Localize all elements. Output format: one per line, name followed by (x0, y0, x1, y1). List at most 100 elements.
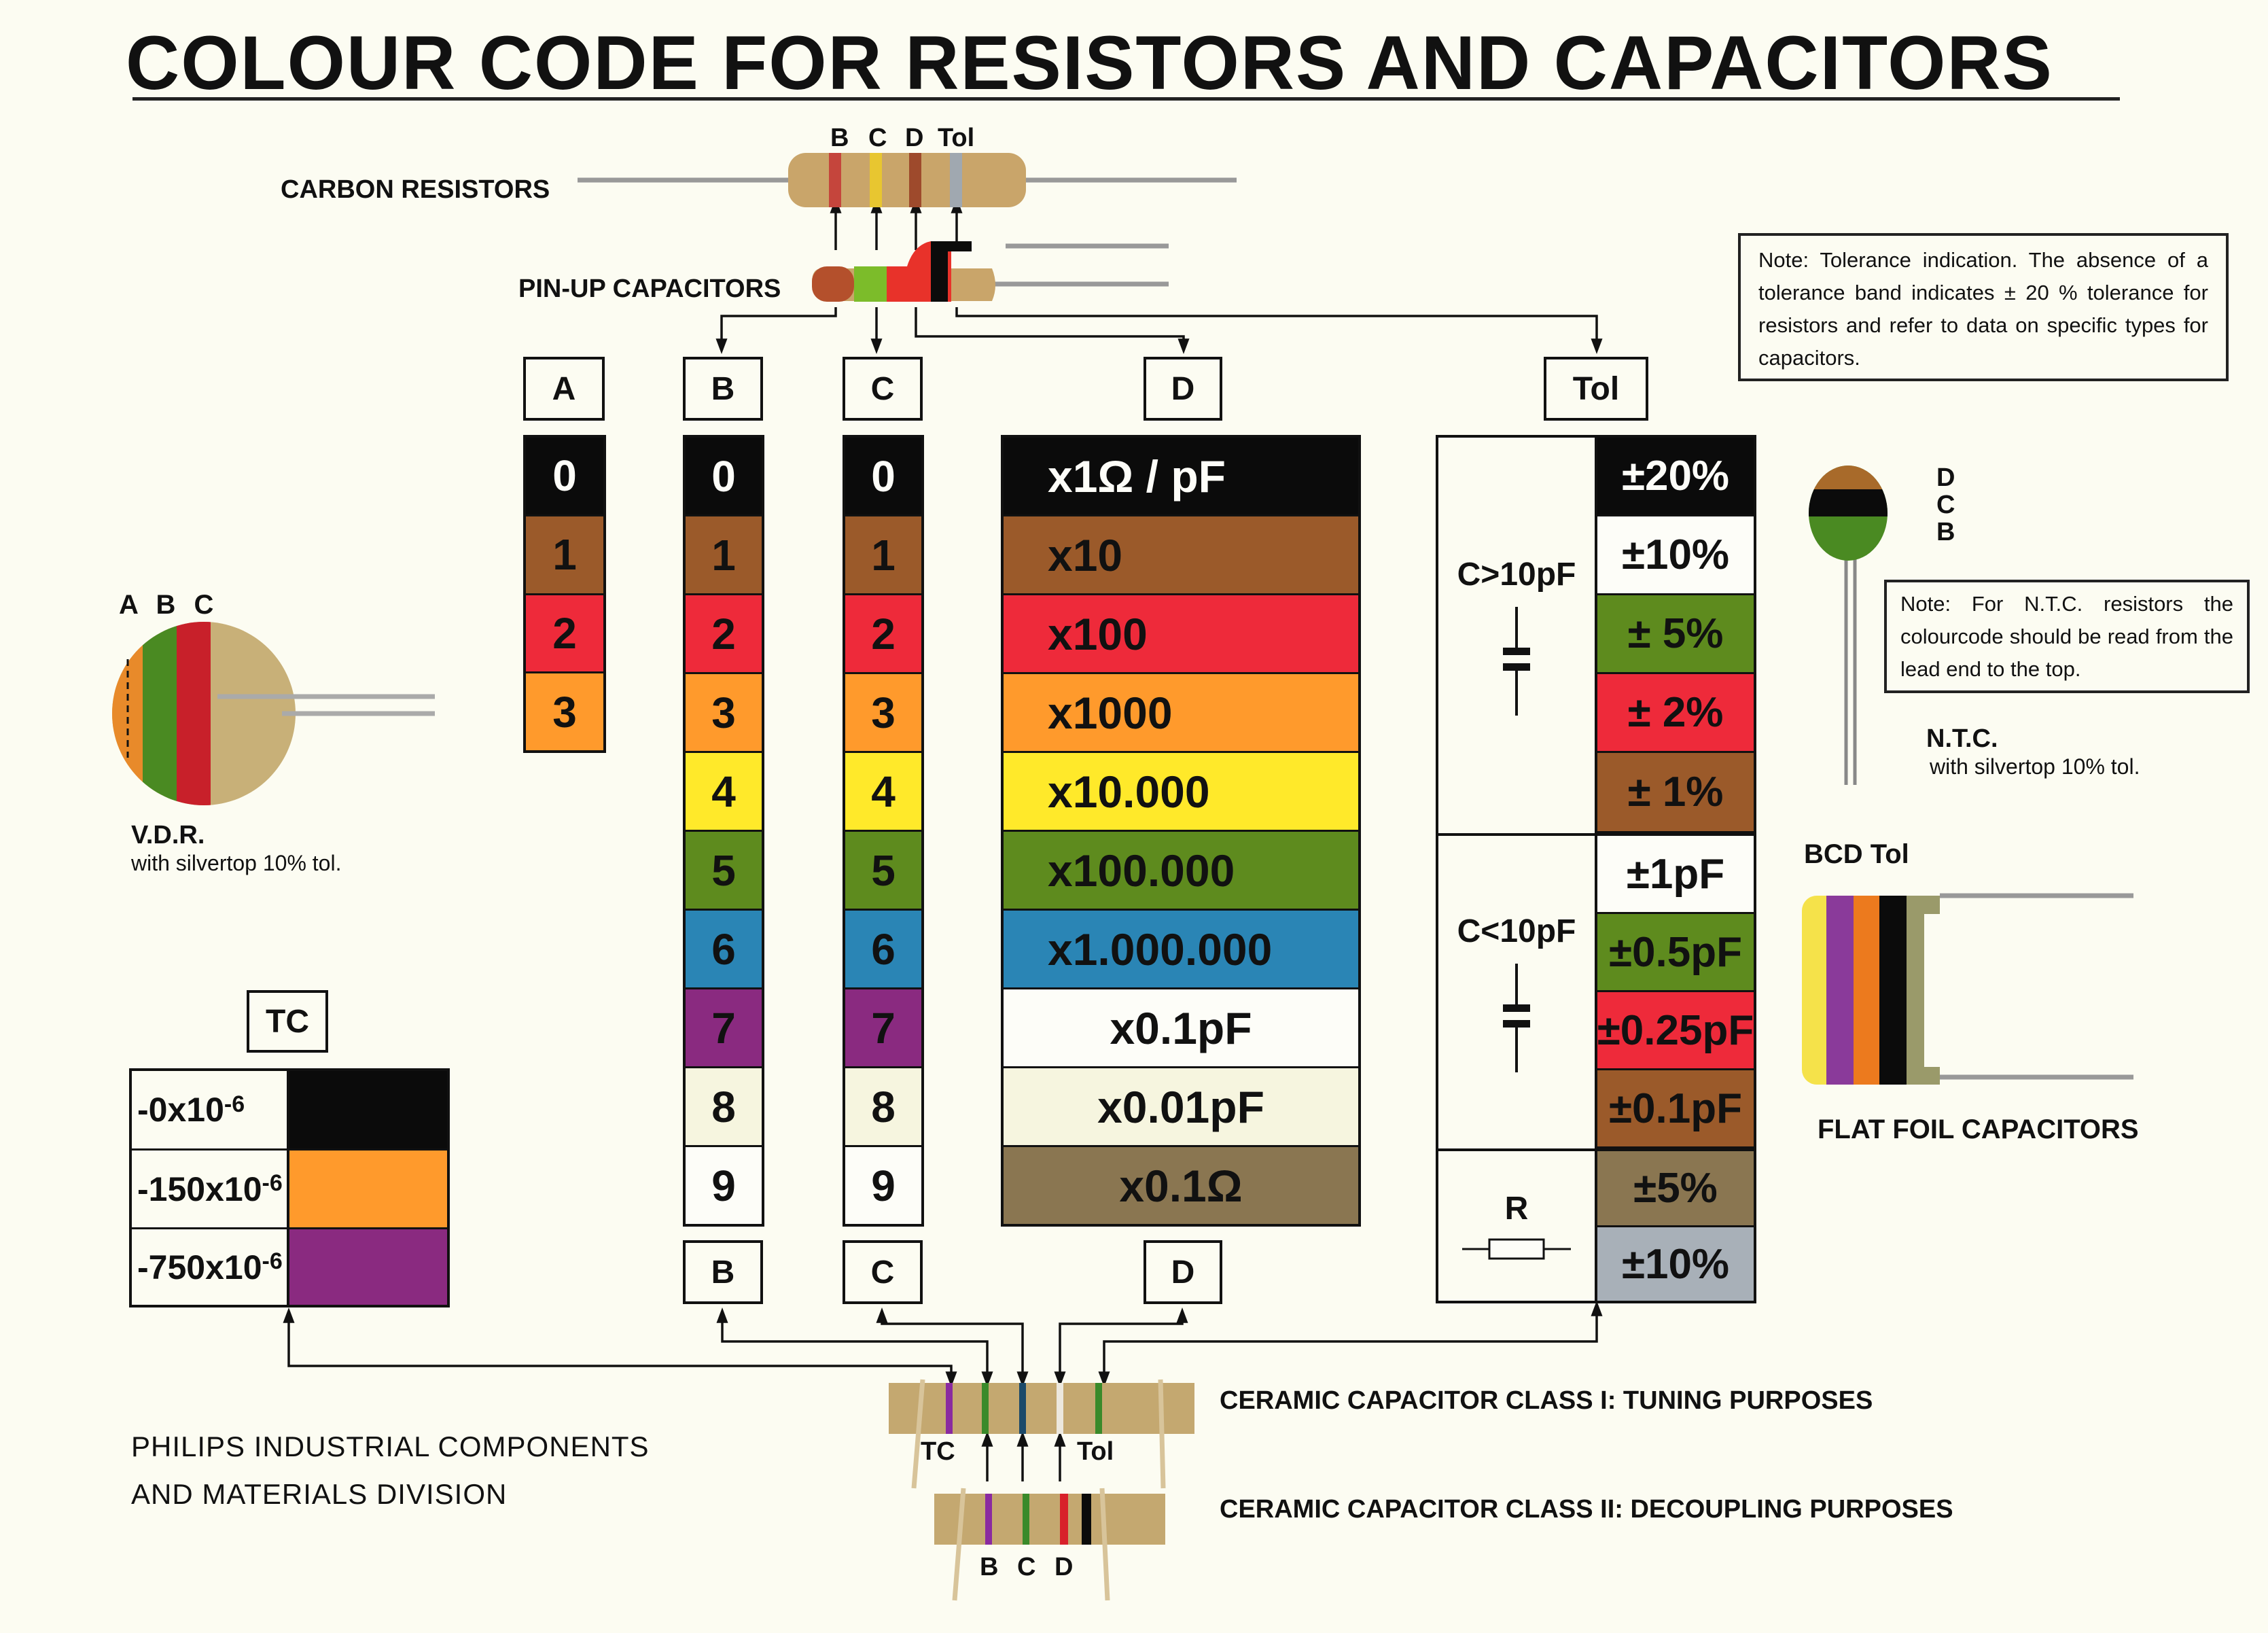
tol-cell-10pct: ±10% (1597, 516, 1754, 595)
capacitor-symbol-icon (1503, 963, 1530, 1072)
resistor-symbol-icon (1462, 1238, 1571, 1259)
pinup-capacitor-drawing (812, 241, 995, 302)
c-cell-6: 6 (845, 911, 921, 989)
b-cell-3: 3 (686, 674, 762, 753)
tc-row: -0x10-6 (132, 1071, 447, 1151)
d-cell-3: x1000 (1004, 674, 1358, 753)
b-cell-2: 2 (686, 595, 762, 674)
ntc-band-c: C (1936, 491, 1955, 519)
page-title: COLOUR CODE FOR RESISTORS AND CAPACITORS (126, 20, 2053, 105)
tol-group-label: C<10pF (1457, 913, 1576, 949)
column-b: 0 1 2 3 4 5 6 7 8 9 (683, 435, 764, 1227)
tol-cell-0-5pf: ±0.5pF (1597, 914, 1754, 992)
ceramic-class2-drawing (934, 1488, 1165, 1601)
tolerance-table: C>10pF C<10pF R ±20% ±10% ± 5% ± 2% ± 1%… (1436, 435, 1756, 1303)
tol-group-label: R (1504, 1190, 1529, 1227)
tol-cell-r-5pct: ±5% (1597, 1151, 1754, 1227)
c-cell-0: 0 (845, 438, 921, 516)
d-cell-0: x1Ω / pF (1004, 438, 1358, 516)
tc-value: -750x10-6 (132, 1229, 289, 1305)
header-c: C (843, 357, 923, 421)
ceramic-class1-drawing (889, 1379, 1194, 1489)
ceramic-tc-label: TC (921, 1437, 955, 1466)
header-a: A (523, 357, 605, 421)
footer-line2: AND MATERIALS DIVISION (131, 1478, 508, 1510)
column-c: 0 1 2 3 4 5 6 7 8 9 (843, 435, 924, 1227)
b-cell-4: 4 (686, 753, 762, 832)
tol-group-c-lt-10pf: C<10pF (1438, 836, 1597, 1148)
title-underline (132, 97, 2120, 101)
a-cell-2: 2 (526, 595, 603, 674)
flat-foil-band-labels: BCD Tol (1804, 839, 1909, 869)
ceramic2-band-d: D (1055, 1553, 1074, 1581)
tol-cell-5pct: ± 5% (1597, 595, 1754, 674)
ceramic2-band-b: B (980, 1553, 999, 1581)
column-a: 0 1 2 3 (523, 435, 606, 753)
bottom-header-c: C (843, 1240, 923, 1304)
d-cell-9: x0.1Ω (1004, 1147, 1358, 1224)
tol-cell-2pct: ± 2% (1597, 674, 1754, 753)
tc-row: -150x10-6 (132, 1151, 447, 1229)
footer-line1: PHILIPS INDUSTRIAL COMPONENTS (131, 1430, 650, 1462)
a-cell-0: 0 (526, 438, 603, 516)
tol-group-r: R (1438, 1151, 1597, 1301)
tol-group-label: C>10pF (1457, 556, 1576, 593)
d-cell-1: x10 (1004, 516, 1358, 595)
ceramic-class2-label: CERAMIC CAPACITOR CLASS II: DECOUPLING P… (1220, 1495, 1953, 1524)
tol-cell-0-1pf: ±0.1pF (1597, 1070, 1754, 1148)
c-cell-5: 5 (845, 832, 921, 911)
carbon-band-b: B (830, 124, 849, 152)
tc-value: -0x10-6 (132, 1071, 289, 1148)
tol-cell-1pf: ±1pF (1597, 836, 1754, 914)
c-cell-8: 8 (845, 1068, 921, 1147)
c-cell-9: 9 (845, 1147, 921, 1224)
b-cell-9: 9 (686, 1147, 762, 1224)
capacitor-symbol-icon (1503, 606, 1530, 716)
flat-foil-label: FLAT FOIL CAPACITORS (1818, 1114, 2139, 1144)
tol-group-c-gt-10pf: C>10pF (1438, 438, 1597, 833)
d-cell-7: x0.1pF (1004, 989, 1358, 1068)
tc-swatch-violet (289, 1229, 447, 1305)
tc-table: -0x10-6 -150x10-6 -750x10-6 (129, 1068, 450, 1307)
tol-divider (1438, 1148, 1754, 1151)
flat-foil-drawing (1802, 893, 2133, 1085)
vdr-drawing (112, 622, 435, 805)
tol-cell-20pct: ±20% (1597, 438, 1754, 516)
b-cell-8: 8 (686, 1068, 762, 1147)
tc-swatch-orange (289, 1151, 447, 1227)
vdr-title: V.D.R. (131, 821, 205, 849)
ntc-note: Note: For N.T.C. resistors the colourcod… (1884, 580, 2250, 693)
carbon-band-d: D (905, 124, 924, 152)
header-tc: TC (247, 990, 328, 1053)
bottom-header-d: D (1144, 1240, 1222, 1304)
ntc-title: N.T.C. (1926, 724, 1998, 753)
ntc-subtitle: with silvertop 10% tol. (1930, 754, 2140, 779)
ntc-band-b: B (1936, 518, 1955, 546)
a-cell-3: 3 (526, 673, 603, 750)
c-cell-2: 2 (845, 595, 921, 674)
header-d: D (1144, 357, 1222, 421)
tol-divider (1438, 833, 1754, 836)
b-cell-7: 7 (686, 989, 762, 1068)
tc-row: -750x10-6 (132, 1229, 447, 1305)
b-cell-6: 6 (686, 911, 762, 989)
c-cell-3: 3 (845, 674, 921, 753)
ceramic-class1-label: CERAMIC CAPACITOR CLASS I: TUNING PURPOS… (1220, 1386, 1873, 1415)
tol-cell-r-10pct: ±10% (1597, 1227, 1754, 1301)
tc-value: -150x10-6 (132, 1151, 289, 1227)
b-cell-0: 0 (686, 438, 762, 516)
ntc-band-d: D (1936, 463, 1955, 492)
tol-cell-1pct: ± 1% (1597, 753, 1754, 833)
carbon-band-tol: Tol (938, 124, 975, 152)
vdr-band-labels: A B C (119, 590, 219, 620)
d-cell-8: x0.01pF (1004, 1068, 1358, 1147)
carbon-band-c: C (868, 124, 887, 152)
d-cell-6: x1.000.000 (1004, 911, 1358, 989)
b-cell-5: 5 (686, 832, 762, 911)
c-cell-7: 7 (845, 989, 921, 1068)
ceramic2-band-c: C (1017, 1553, 1036, 1581)
d-cell-2: x100 (1004, 595, 1358, 674)
d-cell-5: x100.000 (1004, 832, 1358, 911)
c-cell-4: 4 (845, 753, 921, 832)
